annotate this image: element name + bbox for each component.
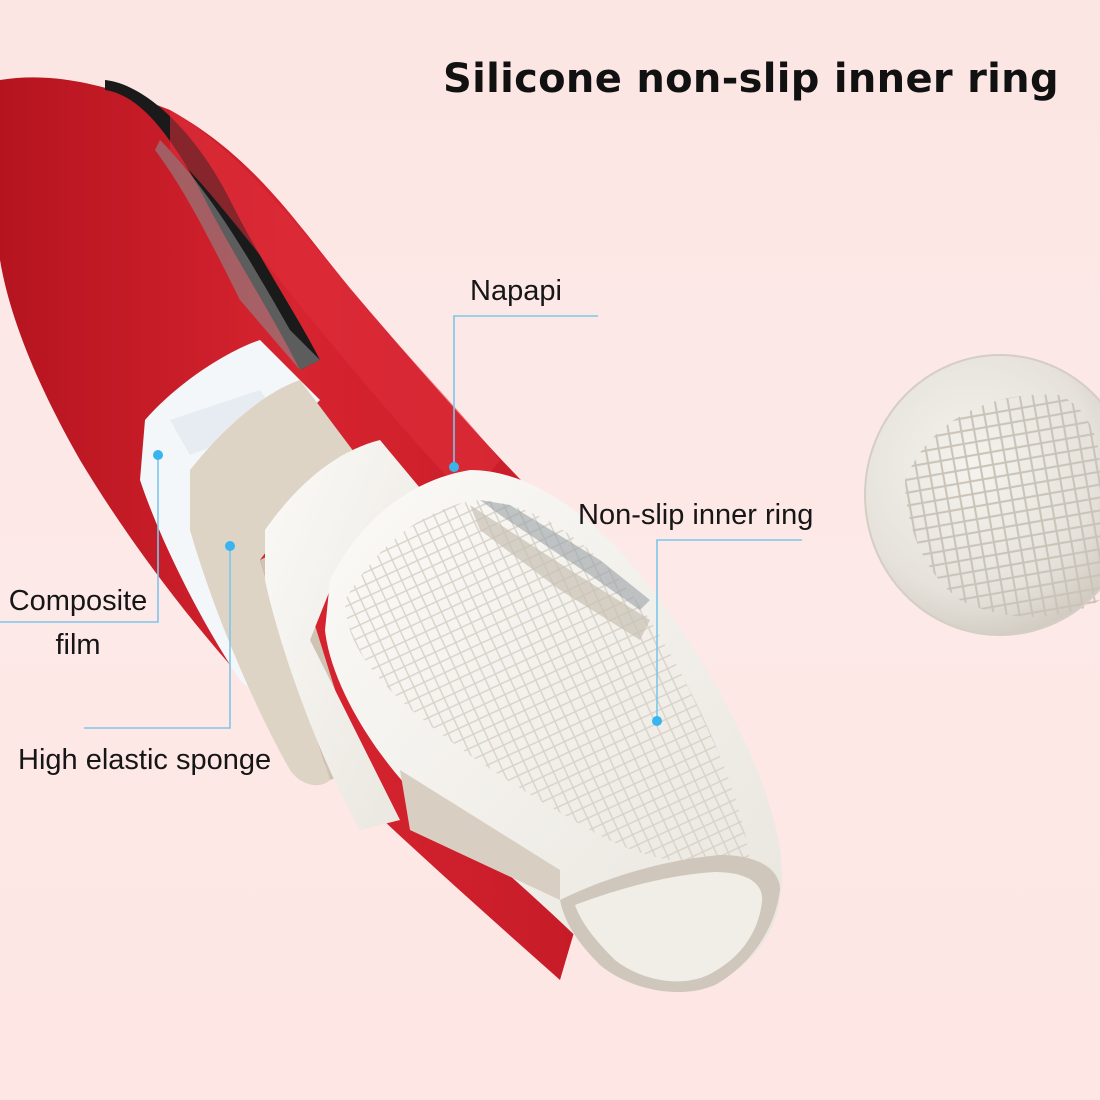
label-napapi: Napapi (470, 275, 562, 307)
label-composite-film-line1: Composite (8, 585, 148, 617)
texture-closeup-ball (864, 354, 1100, 636)
leader-dots (153, 450, 662, 726)
label-non-slip-inner-ring: Non-slip inner ring (578, 499, 814, 531)
label-composite-film: Composite film (0, 580, 156, 667)
label-high-elastic-sponge: High elastic sponge (18, 744, 272, 776)
page-title: Silicone non-slip inner ring (443, 56, 1059, 102)
label-composite-film-line2: film (55, 628, 101, 661)
leader-lines (0, 315, 802, 729)
white-sponge-layer (265, 440, 430, 830)
